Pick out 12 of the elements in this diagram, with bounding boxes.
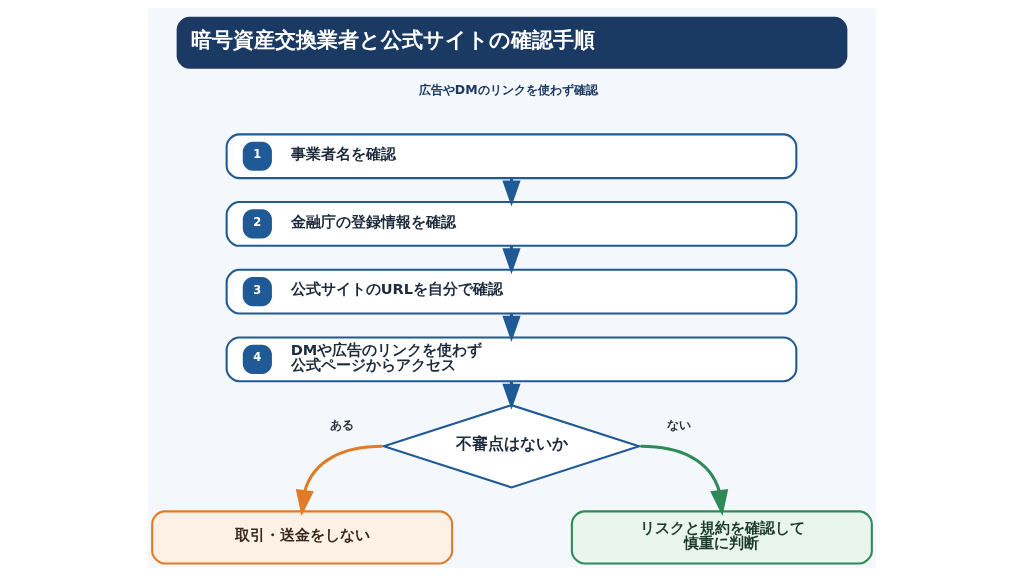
node-box: 2 金融庁の登録情報を確認	[225, 201, 798, 247]
node-box: 取引・送金をしない	[151, 510, 454, 565]
node-box: リスクと規約を確認して慎重に判断	[570, 510, 873, 565]
arrow	[640, 444, 729, 517]
diagram-title: 暗号資産交換業者と公式サイトの確認手順	[191, 27, 596, 52]
edge-label: ある	[329, 417, 354, 433]
node-box: 4 DMや広告のリンクを使わず公式ページからアクセス	[225, 336, 798, 383]
node-diamond: 不審点はないか	[380, 404, 643, 489]
edge-label: ない	[666, 417, 691, 433]
label: 広告やDMのリンクを使わず確認	[418, 81, 598, 97]
arrow	[295, 444, 383, 517]
node-box: 3 公式サイトのURLを自分で確認	[225, 268, 798, 315]
